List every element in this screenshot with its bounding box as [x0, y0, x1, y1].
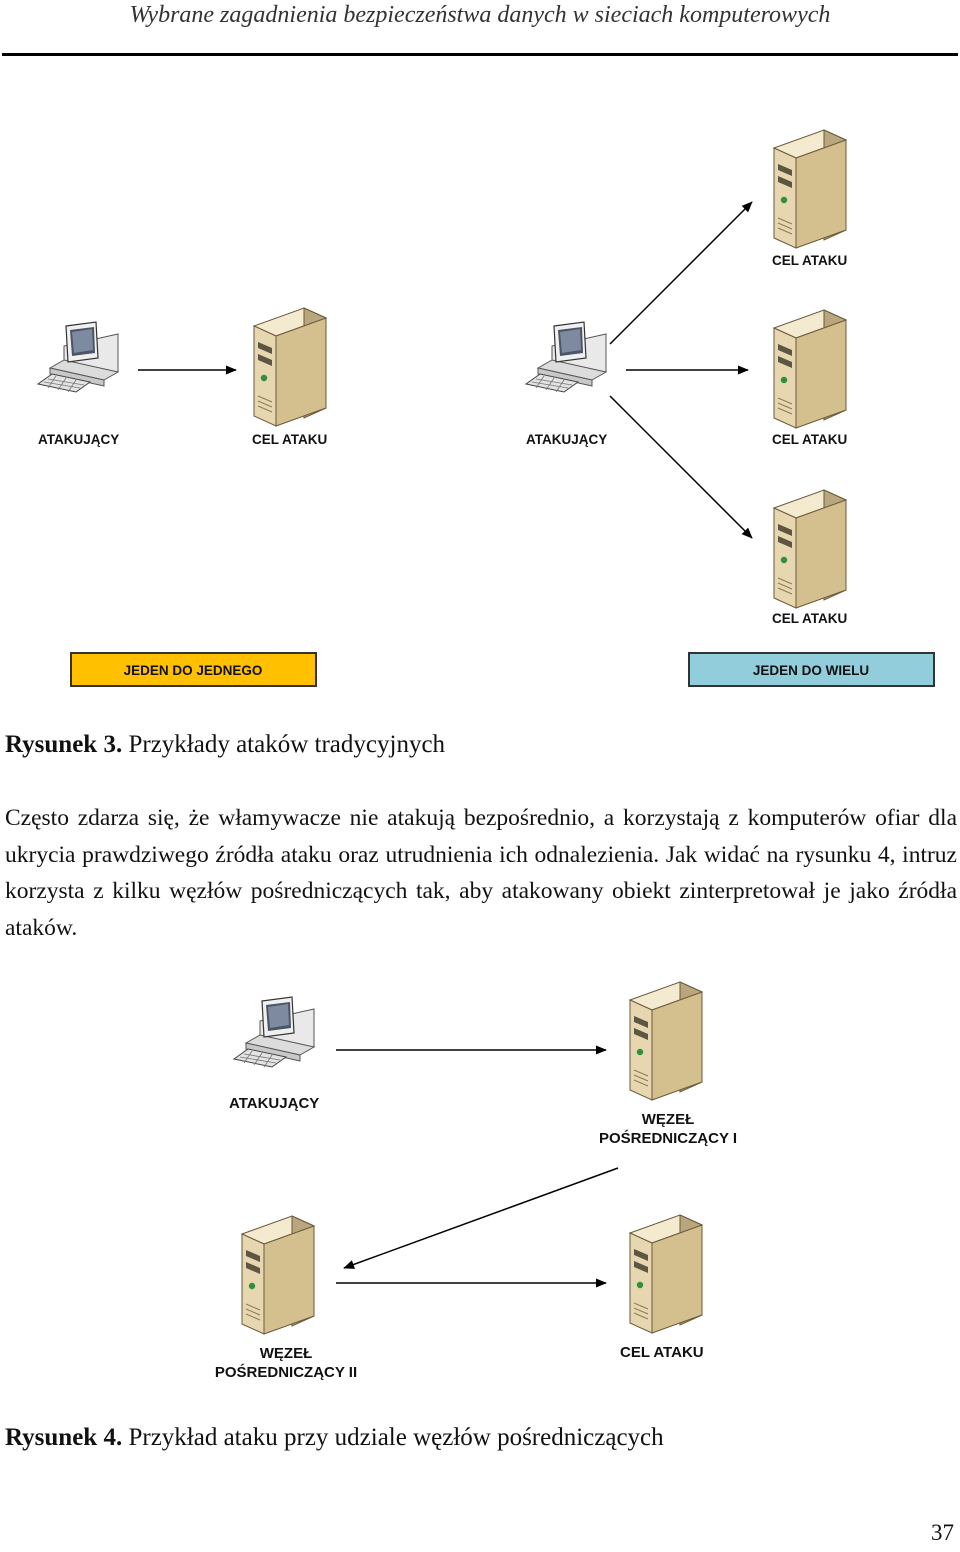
computer-icon	[37, 321, 119, 393]
target-label: CEL ATAKU	[252, 432, 327, 447]
banner-one-to-one-label: JEDEN DO JEDNEGO	[124, 663, 263, 678]
computer-icon	[233, 996, 315, 1068]
computer-icon	[525, 321, 607, 393]
figure-4: ATAKUJĄCY WĘZEŁ POŚREDNICZĄCY I WĘZEŁ PO…	[215, 981, 737, 1381]
server-icon	[773, 489, 847, 609]
header-rule	[2, 53, 958, 56]
target-label: CEL ATAKU	[772, 253, 847, 268]
running-title: Wybrane zagadnienia bezpieczeństwa danyc…	[129, 2, 831, 28]
node-1-label-line1: WĘZEŁ	[642, 1111, 695, 1128]
figure-3: ATAKUJĄCY CEL ATAKU JEDEN DO JEDNEGO ATA…	[37, 129, 935, 687]
target-label: CEL ATAKU	[620, 1344, 704, 1361]
attack-arrow	[609, 201, 753, 345]
page-number: 37	[931, 1520, 954, 1545]
attacker-label: ATAKUJĄCY	[526, 432, 607, 447]
figure-3-caption: Rysunek 3. Przykłady ataków tradycyjnych	[5, 731, 445, 759]
node-2-label-line1: WĘZEŁ	[260, 1345, 313, 1362]
figure-4-caption: Rysunek 4. Przykład ataku przy udziale w…	[5, 1424, 664, 1452]
node-2-label-line2: POŚREDNICZĄCY II	[215, 1363, 357, 1381]
server-icon	[773, 309, 847, 429]
attacker-label: ATAKUJĄCY	[229, 1095, 319, 1112]
attack-arrow	[609, 395, 753, 539]
attack-arrow	[343, 1167, 619, 1269]
caption-text: Przykład ataku przy udziale węzłów pośre…	[128, 1424, 664, 1451]
server-icon	[629, 1214, 703, 1334]
target-label: CEL ATAKU	[772, 611, 847, 626]
banner-one-to-one	[70, 652, 317, 687]
caption-number: Rysunek 3.	[5, 731, 123, 758]
body-paragraph: Często zdarza się, że włamywacze nie ata…	[5, 805, 957, 941]
node-1-label-line2: POŚREDNICZĄCY I	[599, 1129, 737, 1147]
banner-one-to-many	[688, 652, 935, 687]
banner-one-to-many-label: JEDEN DO WIELU	[753, 663, 869, 678]
server-icon	[253, 307, 327, 427]
caption-text: Przykłady ataków tradycyjnych	[128, 731, 446, 758]
caption-number: Rysunek 4.	[5, 1424, 123, 1451]
page-header: Wybrane zagadnienia bezpieczeństwa danyc…	[0, 0, 960, 56]
target-label: CEL ATAKU	[772, 432, 847, 447]
server-icon	[241, 1215, 315, 1335]
attacker-label: ATAKUJĄCY	[38, 432, 119, 447]
server-icon	[773, 129, 847, 249]
server-icon	[629, 981, 703, 1101]
